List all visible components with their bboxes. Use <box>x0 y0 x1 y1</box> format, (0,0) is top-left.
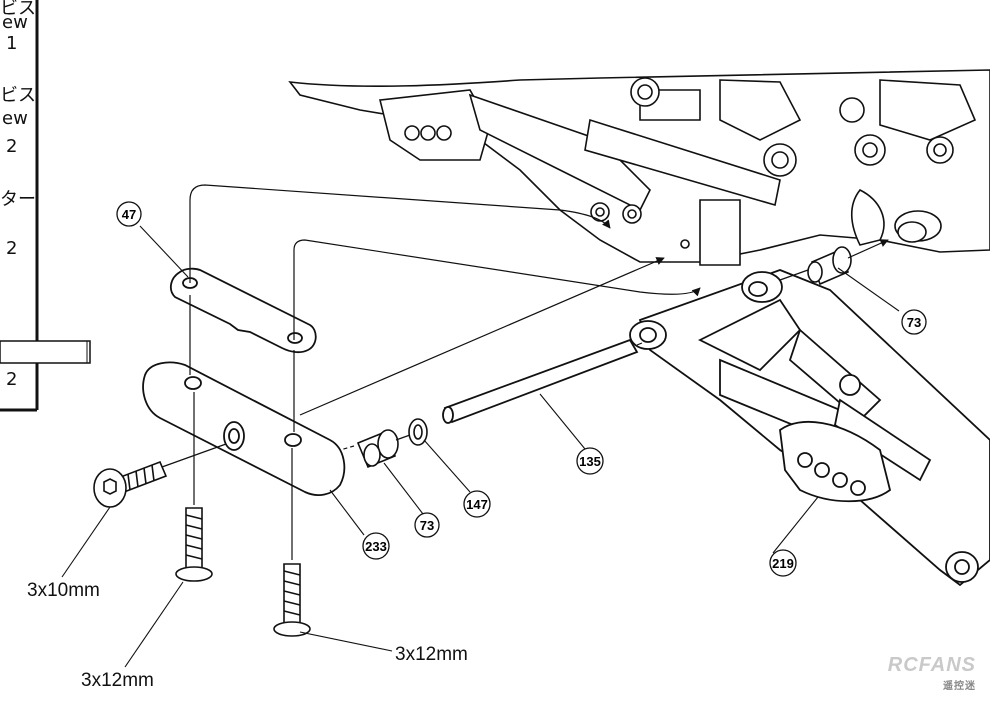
callout-47: 47 <box>116 201 142 227</box>
left-panel-text-5: ew <box>2 108 28 129</box>
screw-label-3x12mm-left: 3x12mm <box>81 670 154 691</box>
left-panel-text-4: ビス <box>0 85 36 106</box>
left-panel-text-9: 2 <box>6 369 18 390</box>
left-panel-text-8: 2 <box>6 238 18 259</box>
callout-233: 233 <box>362 532 390 560</box>
callout-147-label: 147 <box>466 497 488 512</box>
callout-135: 135 <box>576 447 604 475</box>
callout-219-label: 219 <box>772 556 794 571</box>
callout-73-left-label: 73 <box>420 518 434 533</box>
left-panel-text-2: ew <box>2 12 28 33</box>
chassis-assembly <box>288 69 990 266</box>
washer-147 <box>408 418 428 446</box>
assembly-guide-lines <box>161 184 889 560</box>
left-panel-text-6: 2 <box>6 136 18 157</box>
screw-3x10mm <box>93 460 168 508</box>
callout-233-label: 233 <box>365 539 387 554</box>
screw-3x12mm-right <box>273 563 311 637</box>
callout-147: 147 <box>463 490 491 518</box>
screw-label-3x10mm: 3x10mm <box>27 580 100 601</box>
callout-135-label: 135 <box>579 454 601 469</box>
screw-3x12mm-center <box>175 507 213 582</box>
hinge-pin-135 <box>442 338 639 424</box>
left-panel-text-1: ビス <box>0 0 36 19</box>
callout-leaders <box>61 225 900 668</box>
bushing-73-left <box>356 429 399 469</box>
screw-label-3x12mm-right: 3x12mm <box>395 644 468 665</box>
watermark-sub: 遥控迷 <box>943 681 976 692</box>
callout-73-right-label: 73 <box>907 315 921 330</box>
left-panel-frame <box>0 0 91 412</box>
callout-73-left: 73 <box>414 512 440 538</box>
left-panel-text-3: 1 <box>6 33 18 54</box>
suspension-arm-219 <box>629 269 990 587</box>
suspension-mount-233 <box>142 361 346 496</box>
callout-47-label: 47 <box>122 207 136 222</box>
left-panel-text-7: ター <box>0 189 36 210</box>
callout-73-right: 73 <box>901 309 927 335</box>
bushing-73-right <box>807 246 852 286</box>
watermark-text: RCFANS <box>887 654 976 676</box>
callout-219: 219 <box>769 549 797 577</box>
watermark-logo: RCFANS 遥控迷 <box>888 654 976 692</box>
